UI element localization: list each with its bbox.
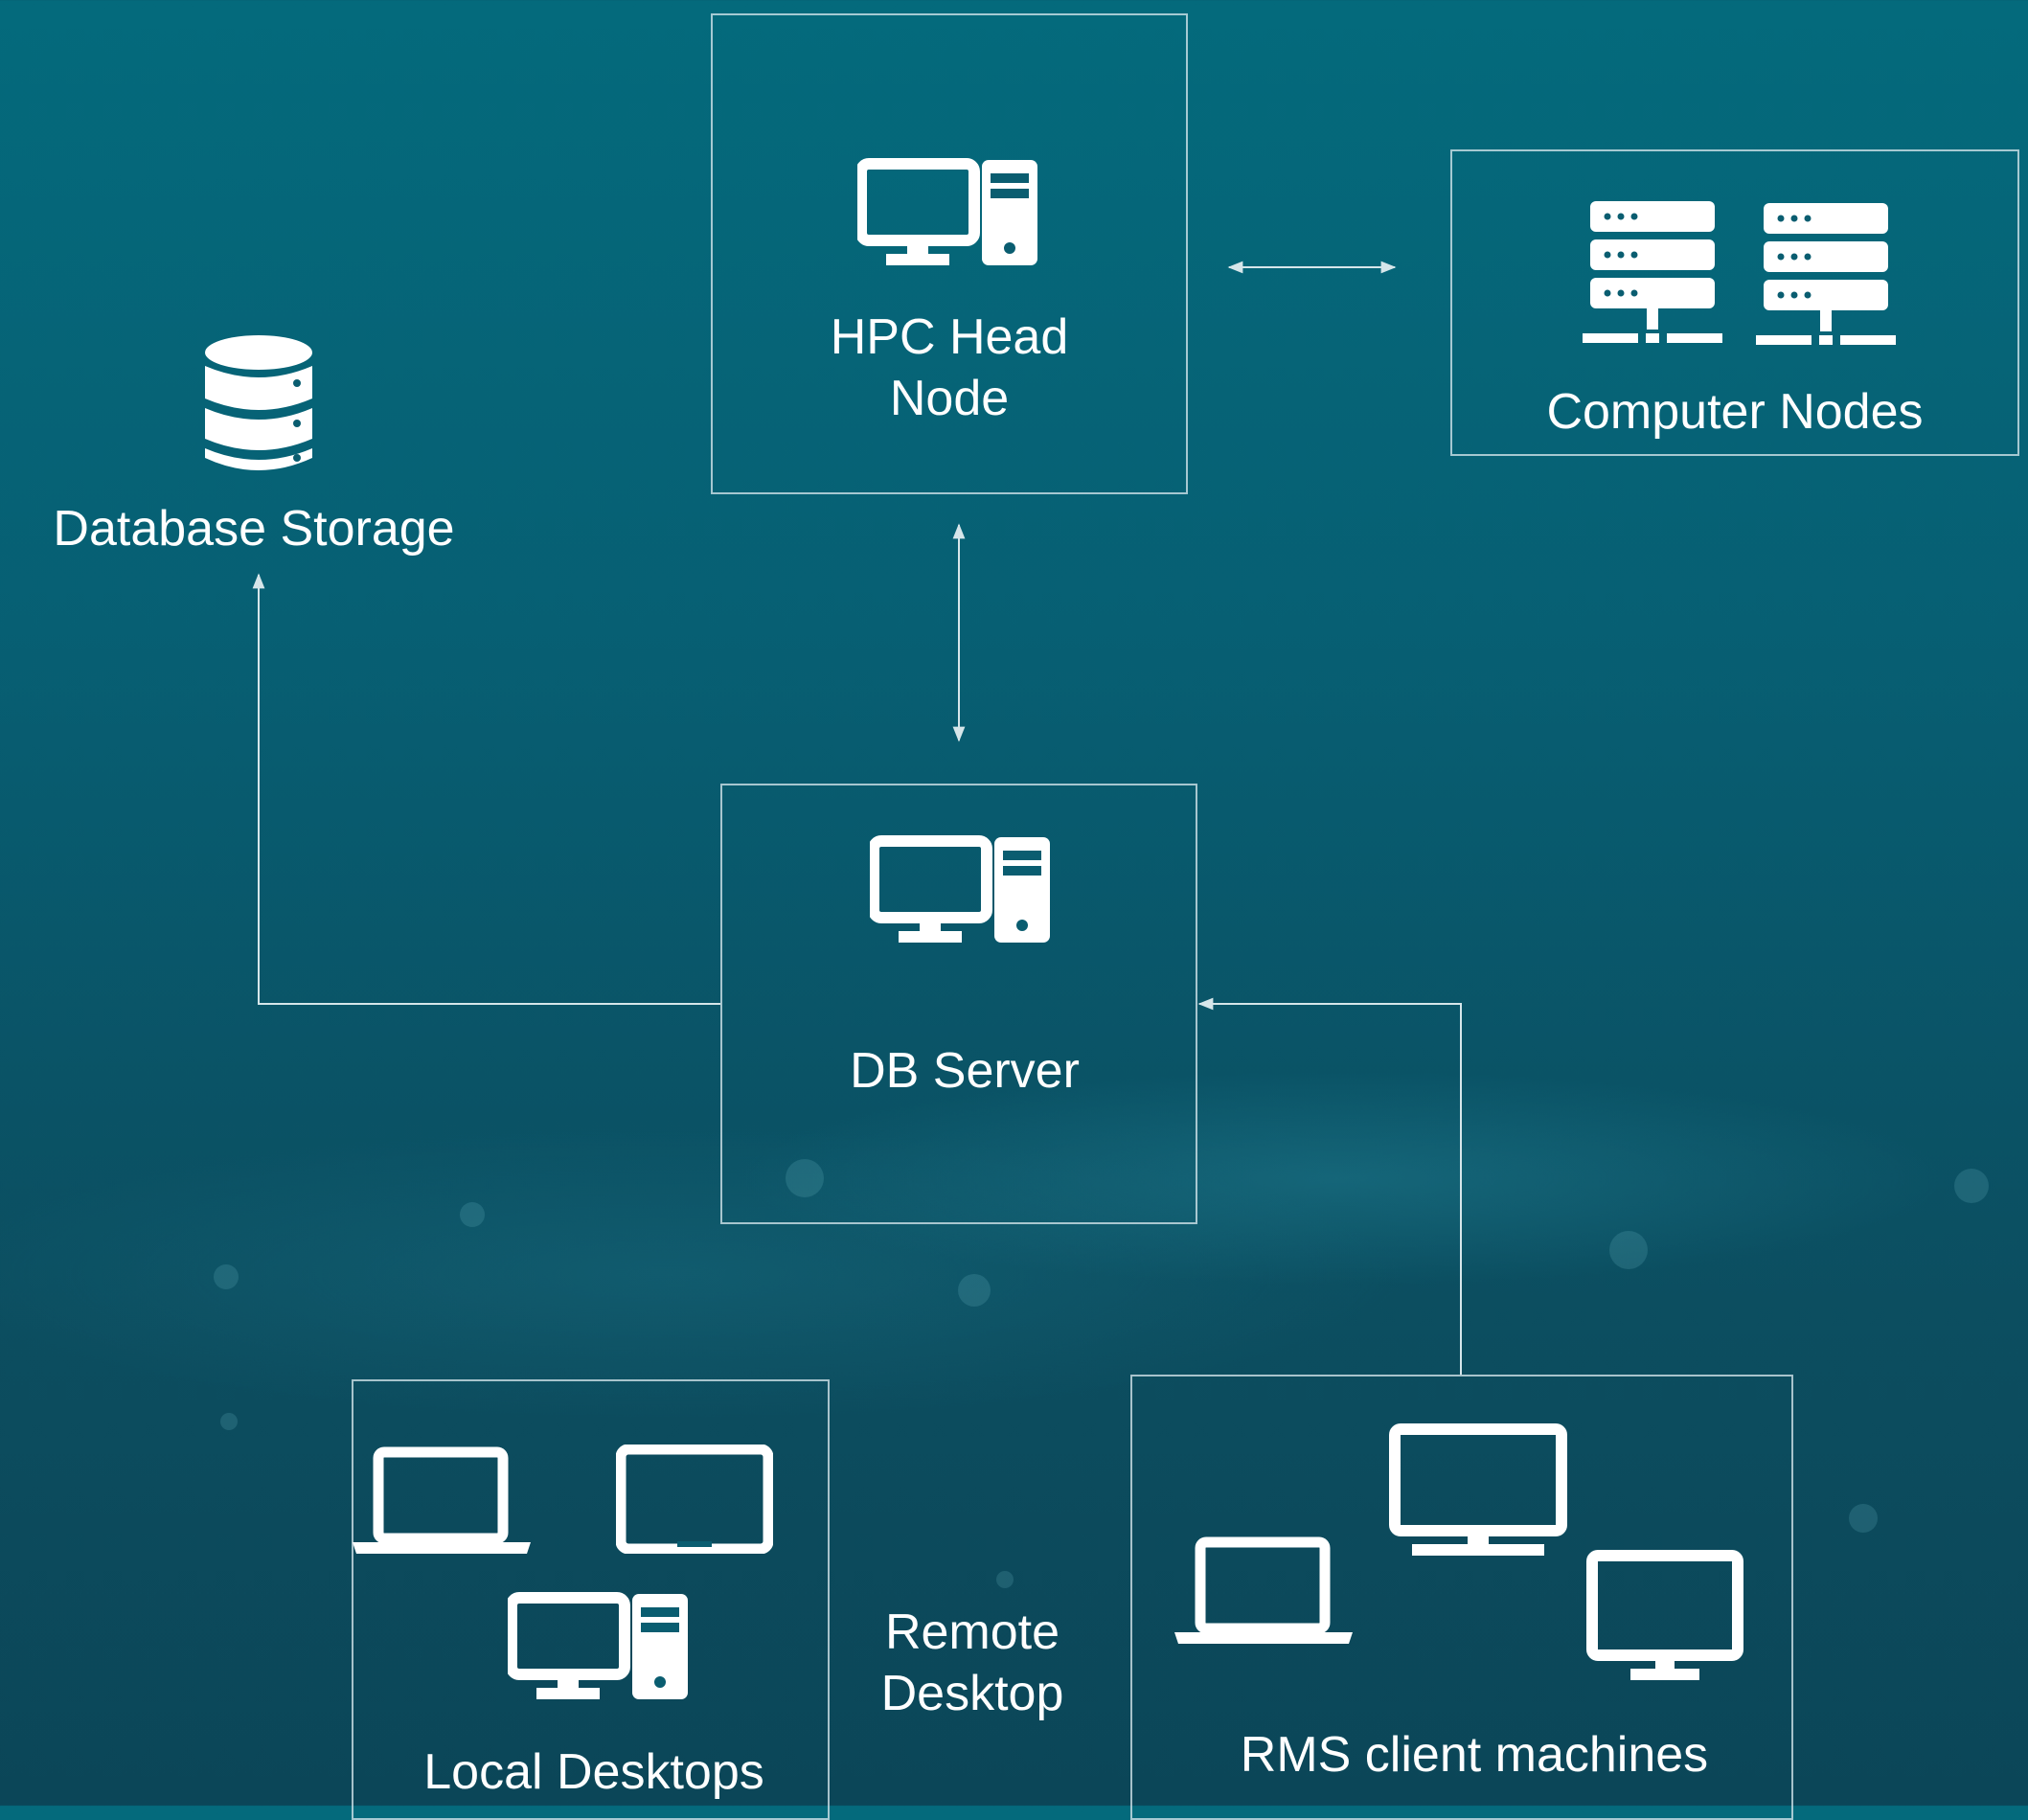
laptop-icon — [353, 1446, 531, 1554]
desktop-tower-icon — [870, 835, 1050, 943]
arrow-dbserver-to-storage — [252, 573, 720, 1005]
bokeh-dot — [220, 1413, 238, 1430]
desktop-tower-icon — [508, 1592, 688, 1699]
bokeh-dot — [1609, 1231, 1648, 1269]
db-server-label: DB Server — [850, 1043, 1080, 1099]
bokeh-dot — [214, 1264, 239, 1289]
database-storage-label: Database Storage — [53, 501, 455, 557]
bokeh-dot — [460, 1202, 485, 1227]
local-desktops-label: Local Desktops — [423, 1744, 764, 1800]
laptop-icon — [1174, 1536, 1353, 1644]
database-icon — [205, 335, 312, 470]
monitor-icon — [1389, 1423, 1567, 1556]
hpc-head-node-label: HPC Head Node — [830, 309, 1069, 426]
tablet-icon — [616, 1445, 773, 1554]
hpc-head-node-box — [711, 13, 1188, 494]
monitor-icon — [1586, 1550, 1743, 1680]
server-rack-icon — [1583, 201, 1722, 343]
remote-desktop-label: Remote Desktop — [880, 1604, 1064, 1721]
bokeh-dot — [958, 1274, 991, 1307]
bokeh-dot — [996, 1571, 1014, 1588]
rms-client-machines-label: RMS client machines — [1240, 1727, 1709, 1783]
db-server-box — [720, 784, 1197, 1224]
bokeh-dot — [1849, 1504, 1878, 1533]
bokeh-dot — [1954, 1169, 1989, 1203]
compute-nodes-label: Computer Nodes — [1546, 384, 1924, 440]
bokeh-dot — [786, 1159, 824, 1197]
compute-nodes-box — [1450, 149, 2019, 456]
arrow-rms-to-dbserver — [1197, 997, 1462, 1375]
desktop-tower-icon — [857, 158, 1037, 265]
server-rack-icon — [1756, 203, 1896, 345]
